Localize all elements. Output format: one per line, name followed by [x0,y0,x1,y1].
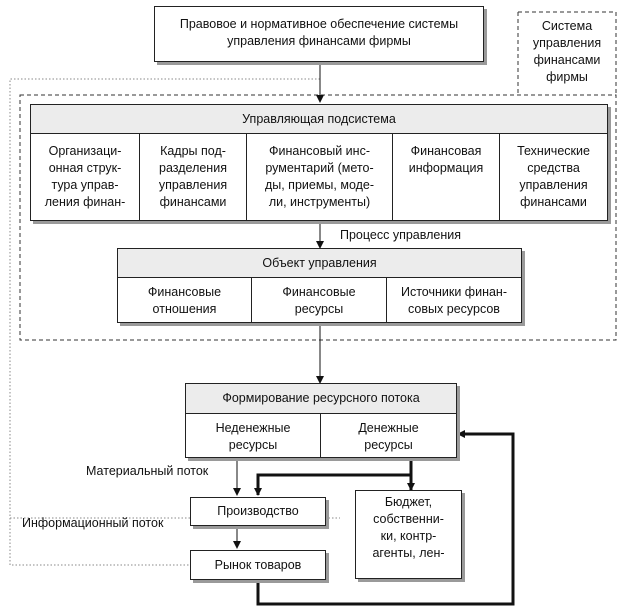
budget-text: Бюджет, собственни- ки, контр- агенты, л… [372,495,445,560]
production-text: Производство [217,504,299,518]
managing-cell-info: Финансовая информация [408,144,484,175]
managing-subsystem-title: Управляющая подсистема [31,105,607,133]
object-cell-resources: Финансовые ресурсы [282,285,356,316]
object-cell-relations: Финансовые отношения [147,285,222,316]
object-of-management: Объект управления Финансовые отношения Ф… [117,248,522,323]
process-label: Процесс управления [340,228,462,242]
info-flow-line [9,78,320,566]
thick-feedback-loop [256,430,515,606]
managing-subsystem: Управляющая подсистема Организаци- онная… [30,104,608,221]
resource-cell-nonmonetary: Неденежные ресурсы [215,421,291,452]
system-label: Система управления финансами фирмы [532,19,602,84]
managing-cell-tech: Технические средства управления финансам… [517,144,590,209]
market-text: Рынок товаров [214,558,302,572]
object-cell-sources: Источники финан- совых ресурсов [400,285,507,316]
legal-framework-box: Правовое и нормативное обеспечение систе… [154,6,484,62]
market-box: Рынок товаров [190,550,326,580]
legal-framework-text: Правовое и нормативное обеспечение систе… [179,17,459,48]
material-flow-label: Материальный поток [86,464,209,478]
thick-money-line [254,458,413,496]
budget-box: Бюджет, собственни- ки, контр- агенты, л… [355,490,462,579]
resource-cell-monetary: Денежные ресурсы [358,421,419,452]
managing-cell-tools: Финансовый инс- рументарий (мето- ды, пр… [264,144,375,209]
managing-cell-staff: Кадры под- разделения управления финанса… [158,144,228,209]
resource-flow-box: Формирование ресурсного потока Неденежны… [185,383,457,458]
object-title: Объект управления [118,249,521,277]
info-flow-label: Информационный поток [22,516,164,530]
managing-cell-org-structure: Организаци- онная струк- тура управ- лен… [44,144,126,209]
production-box: Производство [190,497,326,526]
resource-flow-title: Формирование ресурсного потока [186,384,456,413]
